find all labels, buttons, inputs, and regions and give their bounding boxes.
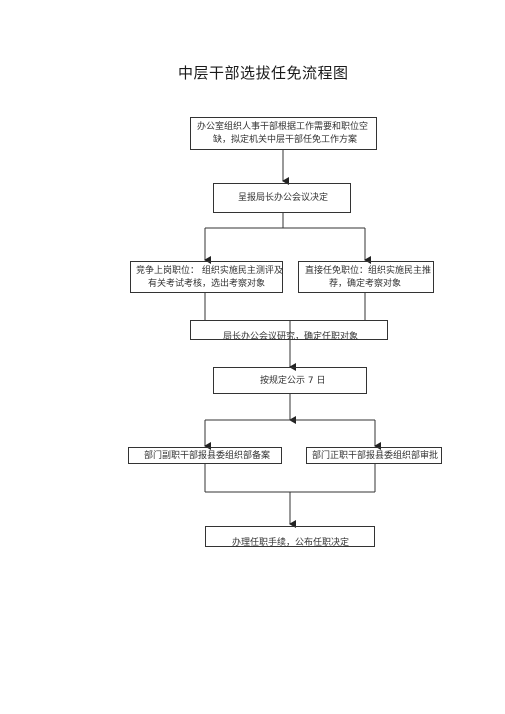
- step-decide-box: 局长办公会议研究，确定任职对象: [190, 320, 388, 342]
- step-deputy-label: 部门副职干部报县委组织部备案: [144, 451, 271, 461]
- step-plan-line2: 缺，拟定机关中层干部任免工作方案: [213, 135, 358, 145]
- step-plan-box: 办公室组织人事干部根据工作需要和职位空 缺，拟定机关中层干部任免工作方案: [190, 117, 377, 150]
- step-direct-line2: 荐，确定考察对象: [329, 279, 402, 289]
- step-competitive-box: 竞争上岗职位： 组织实施民主测评及 有关考试考核，选出考察对象: [130, 261, 283, 293]
- page-title: 中层干部选拔任免流程图: [178, 64, 349, 82]
- step-direct-box: 直接任免职位：组织实施民主推 荐，确定考察对象: [298, 261, 434, 293]
- step-report-box: 呈报局长办公会议决定: [213, 183, 351, 213]
- step-publicize-label: 按规定公示 7 日: [260, 376, 326, 386]
- step-finalize-label: 办理任职手续，公布任职决定: [232, 538, 350, 548]
- step-competitive-line1: 竞争上岗职位： 组织实施民主测评及: [136, 266, 283, 276]
- step-direct-line1: 直接任免职位：组织实施民主推: [305, 266, 432, 276]
- step-decide-label: 局长办公会议研究，确定任职对象: [223, 332, 359, 342]
- step-finalize-box: 办理任职手续，公布任职决定: [205, 526, 375, 548]
- step-competitive-line2: 有关考试考核，选出考察对象: [148, 279, 266, 289]
- step-plan-line1: 办公室组织人事干部根据工作需要和职位空: [197, 122, 369, 132]
- step-chief-label: 部门正职干部报县委组织部审批: [312, 451, 439, 461]
- step-deputy-box: 部门副职干部报县委组织部备案: [128, 447, 282, 464]
- step-publicize-box: 按规定公示 7 日: [213, 367, 367, 394]
- step-report-label: 呈报局长办公会议决定: [238, 193, 329, 203]
- step-chief-box: 部门正职干部报县委组织部审批: [306, 447, 442, 464]
